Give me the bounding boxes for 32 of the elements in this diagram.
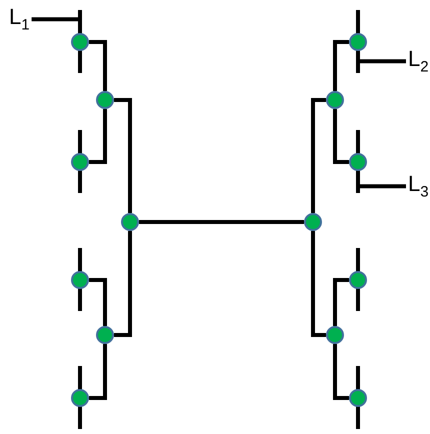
connector-line — [333, 344, 349, 400]
connector-line — [89, 278, 107, 326]
connector-line — [333, 109, 349, 164]
junction-dot — [121, 213, 139, 231]
junction-dot — [349, 33, 367, 51]
connector-line — [139, 220, 304, 224]
junction-dot — [71, 271, 89, 289]
connector-line — [311, 231, 326, 337]
junction-dot — [96, 326, 114, 344]
leader-line — [32, 17, 80, 22]
leader-line — [358, 184, 406, 188]
junction-dot — [71, 33, 89, 51]
junction-dot — [326, 91, 344, 109]
junction-dot — [304, 213, 322, 231]
connector-line — [311, 98, 326, 213]
junction-dot — [349, 271, 367, 289]
line-label: L$_{3}$ — [408, 173, 429, 200]
line-label: L$_{2}$ — [408, 48, 429, 74]
junction-dot — [96, 91, 114, 109]
connector-line — [114, 231, 132, 337]
junction-dot — [71, 389, 89, 407]
connector-line — [333, 40, 349, 91]
connector-line — [333, 278, 349, 326]
junction-dot — [349, 389, 367, 407]
connector-line — [89, 344, 107, 400]
connector-line — [114, 98, 132, 213]
connector-line — [89, 40, 107, 91]
connector-line — [89, 109, 107, 164]
line-label: L$_{1}$ — [9, 6, 30, 32]
junction-dot — [71, 153, 89, 171]
junction-dot — [326, 326, 344, 344]
junction-dot — [349, 153, 367, 171]
